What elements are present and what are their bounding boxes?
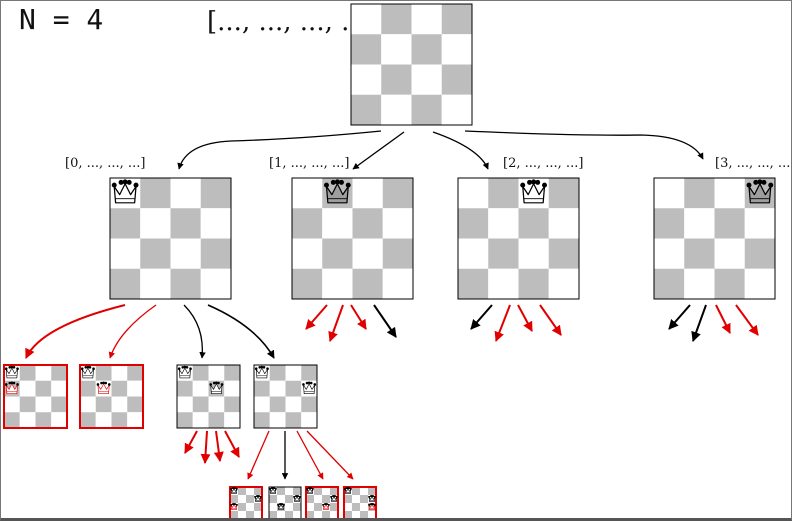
edge-l1-1-fan-0 [305, 304, 328, 330]
level3-board-0 [229, 486, 263, 518]
edge-l1-0-l2-1 [108, 304, 157, 359]
level2-board-3-queen-icon-1 [302, 381, 317, 394]
level1-label-1: [1, ..., ..., ...] [269, 156, 350, 171]
edge-root-l1-2 [432, 131, 489, 170]
edge-l1-1-fan-1 [328, 304, 344, 342]
level3-board-2-queen-icon-1 [330, 495, 338, 502]
level1-board-3-queen-icon-0 [746, 179, 774, 204]
level1-board-1 [291, 177, 414, 300]
edge-root-l1-3 [464, 130, 704, 160]
level3-board-2-queen-icon-0 [306, 487, 314, 494]
level3-board-0-queen-icon-0 [230, 487, 238, 494]
level3-board-1-queen-icon-2 [277, 503, 285, 510]
edge-l1-1-fan-3 [373, 304, 397, 338]
level2-board-2 [176, 364, 241, 429]
level1-board-2 [457, 177, 580, 300]
level3-board-1-queen-icon-0 [269, 487, 277, 494]
edge-l2-2-fan-1 [200, 430, 211, 464]
root-label: [..., ..., ..., ...] [207, 7, 377, 37]
edge-root-l1-1 [352, 131, 405, 170]
level3-board-3-queen-icon-0 [344, 487, 352, 494]
root-board [350, 3, 473, 126]
level3-board-0-queen-icon-2 [230, 503, 238, 510]
level2-board-0-queen-icon-1 [4, 381, 19, 394]
level3-board-1-queen-icon-1 [293, 495, 301, 502]
level1-board-1-queen-icon-0 [324, 179, 351, 204]
edge-l1-0-l2-0 [25, 304, 126, 359]
edge-l1-3-fan-3 [735, 304, 759, 336]
level1-label-0: [0, ..., ..., ...] [65, 156, 146, 171]
level1-label-3: [3, ..., ..., ...] [715, 156, 792, 171]
level3-board-2-queen-icon-2 [322, 503, 330, 510]
edge-l1-1-fan-2 [350, 304, 367, 330]
level1-board-2-queen-icon-0 [520, 179, 547, 204]
level3-board-2 [305, 486, 339, 518]
level2-board-1-queen-icon-1 [96, 381, 111, 394]
level2-board-3-queen-icon-0 [254, 365, 269, 379]
level2-board-1-queen-icon-0 [80, 365, 95, 379]
edge-l1-2-fan-0 [470, 304, 493, 330]
edge-l1-3-fan-1 [691, 304, 707, 342]
edge-l2-2-fan-2 [213, 430, 224, 462]
level3-board-3-queen-icon-2 [368, 503, 376, 510]
edge-l1-0-l2-3 [207, 304, 275, 359]
edge-l1-0-l2-2 [183, 304, 206, 359]
level3-board-3-queen-icon-1 [368, 495, 376, 502]
level2-board-2-queen-icon-0 [177, 365, 192, 379]
edge-root-l1-0 [177, 130, 382, 170]
diagram-title: N = 4 [19, 3, 104, 36]
level1-label-2: [2, ..., ..., ...] [503, 156, 584, 171]
edge-l1-2-fan-2 [517, 304, 533, 332]
edge-l1-3-fan-0 [668, 304, 691, 330]
level3-board-3 [343, 486, 377, 518]
level2-board-3 [253, 364, 318, 429]
level1-board-3 [653, 177, 776, 300]
level2-board-2-queen-icon-1 [209, 381, 224, 394]
level2-board-1 [79, 364, 144, 429]
edge-l2-3-l3-2 [296, 430, 324, 480]
level2-board-0 [3, 364, 68, 429]
level3-board-0-queen-icon-1 [254, 495, 262, 502]
level1-board-0 [109, 177, 232, 300]
edge-l2-3-l3-3 [306, 430, 354, 480]
level1-board-0-queen-icon-0 [111, 179, 139, 204]
level2-board-0-queen-icon-0 [4, 365, 19, 379]
edge-l2-2-fan-3 [224, 430, 240, 458]
edge-l2-2-fan-0 [184, 430, 198, 454]
edge-l1-2-fan-1 [494, 304, 511, 342]
level3-board-1 [268, 486, 302, 518]
edge-l1-2-fan-3 [539, 304, 562, 336]
edge-l2-3-l3-0 [247, 430, 270, 480]
edge-l1-3-fan-2 [715, 304, 731, 334]
